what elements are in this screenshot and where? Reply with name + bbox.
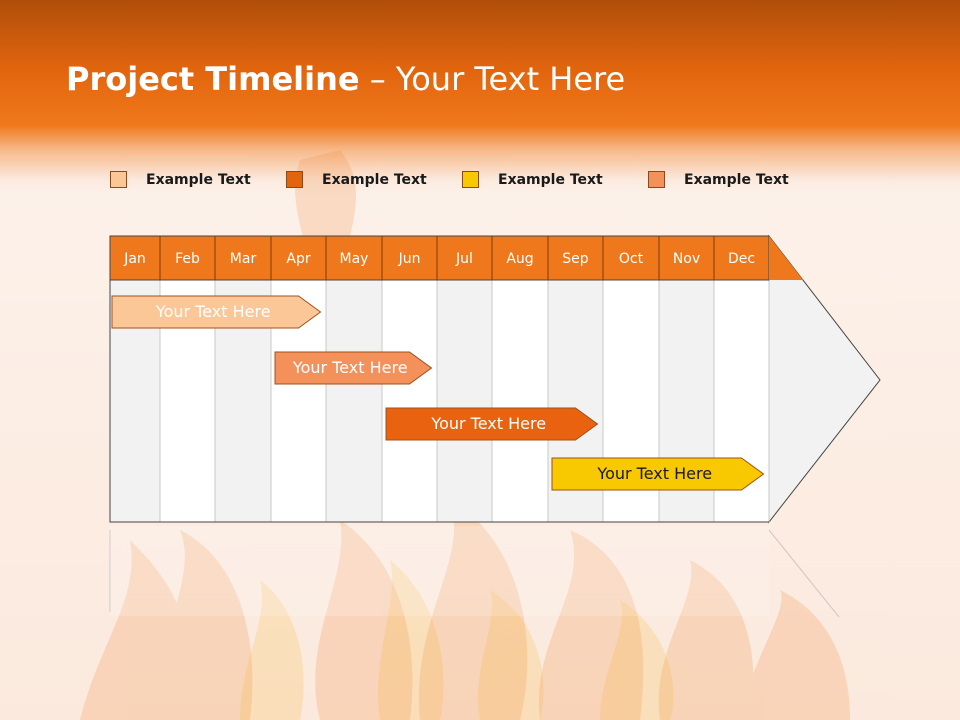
task-label: Your Text Here — [292, 358, 408, 377]
month-column — [325, 279, 383, 523]
header-band — [0, 0, 960, 195]
task-arrow — [385, 407, 599, 441]
page-title: Project Timeline – Your Text Here — [66, 60, 625, 98]
month-label-mar: Mar — [229, 251, 257, 267]
task-arrow — [111, 295, 322, 329]
arrow-head-cap — [769, 236, 803, 280]
task-label: Your Text Here — [431, 414, 547, 433]
month-label-jul: Jul — [456, 251, 473, 267]
month-label-may: May — [339, 251, 369, 267]
legend-swatch — [462, 171, 479, 188]
reflection-line — [768, 529, 840, 618]
month-label-jan: Jan — [124, 251, 146, 267]
legend-label: Example Text — [146, 172, 251, 188]
month-label-jun: Jun — [398, 251, 421, 267]
legend-label: Example Text — [498, 172, 603, 188]
month-column — [381, 279, 438, 523]
legend-label: Example Text — [684, 172, 789, 188]
legend-label: Example Text — [322, 172, 427, 188]
legend-swatch — [286, 171, 303, 188]
reflection-panel — [110, 526, 769, 616]
task-arrow — [551, 457, 765, 491]
month-label-aug: Aug — [506, 251, 534, 267]
month-label-nov: Nov — [672, 251, 701, 267]
title-rest: – Your Text Here — [359, 60, 626, 98]
month-column — [491, 279, 549, 523]
month-label-feb: Feb — [175, 251, 200, 267]
task-arrow — [274, 351, 433, 385]
timeline-frame — [109, 235, 769, 523]
legend-swatch — [110, 171, 127, 188]
legend-swatch — [648, 171, 665, 188]
task-label: Your Text Here — [597, 464, 713, 483]
task-label: Your Text Here — [155, 302, 271, 321]
month-column — [436, 279, 493, 523]
month-label-dec: Dec — [727, 251, 756, 267]
month-label-oct: Oct — [618, 251, 644, 267]
month-label-apr: Apr — [286, 251, 311, 267]
month-label-sep: Sep — [562, 251, 589, 267]
title-bold: Project Timeline — [66, 60, 360, 98]
